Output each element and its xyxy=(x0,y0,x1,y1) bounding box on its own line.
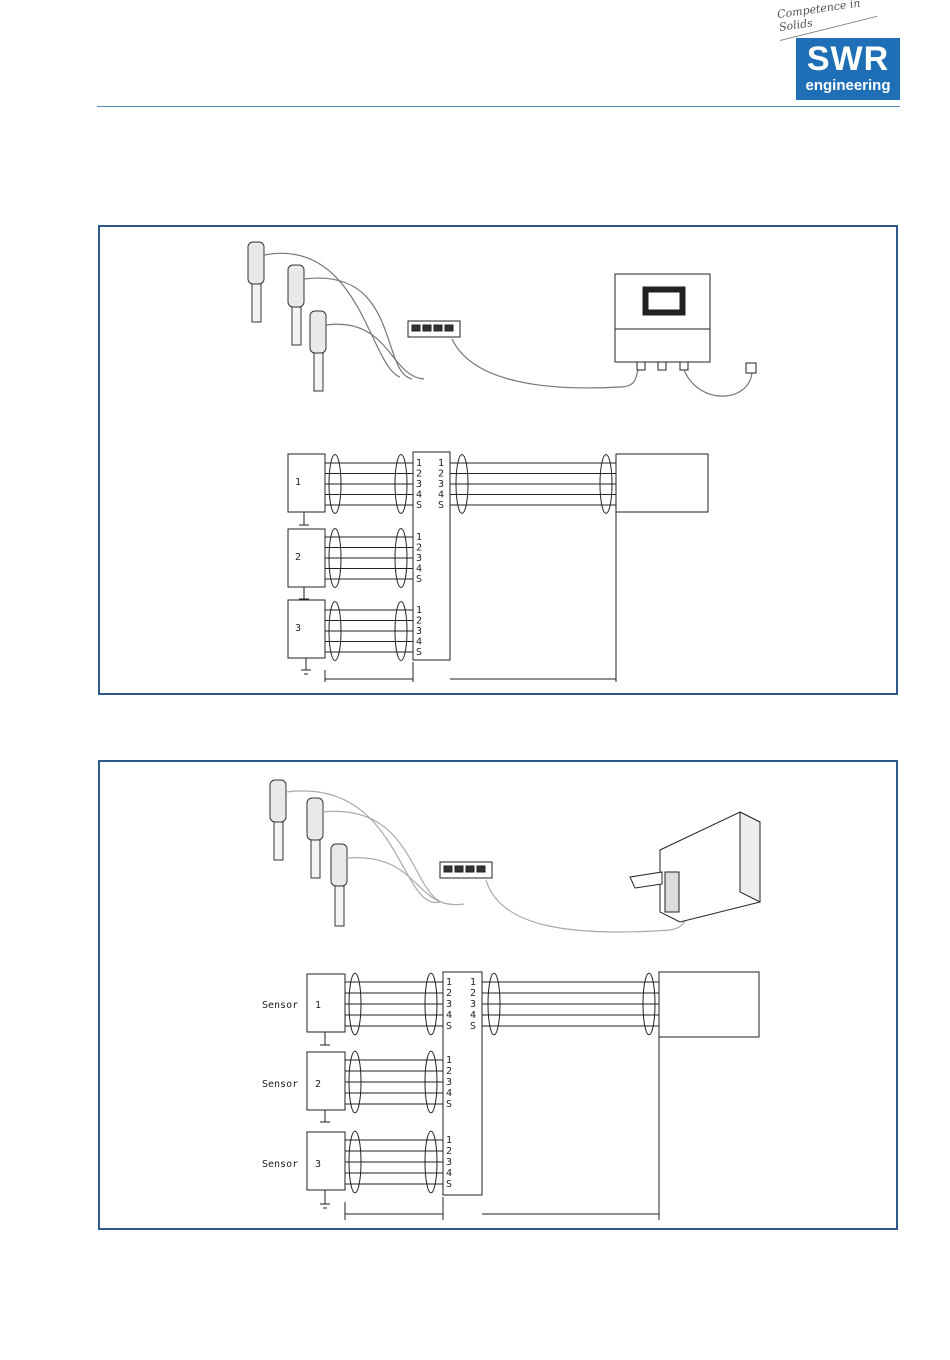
evaluation-unit-box xyxy=(659,972,759,1037)
junction-box-illustration xyxy=(440,862,492,878)
main-cable xyxy=(452,339,640,388)
sensor-number-1: 1 xyxy=(315,1000,321,1011)
terminal-label: 3 xyxy=(416,553,422,564)
terminal-label: 1 xyxy=(446,1055,452,1066)
terminal-label: 4 xyxy=(446,1168,452,1179)
sensor-label-3: Sensor xyxy=(262,1159,298,1170)
terminal-label: 4 xyxy=(416,637,422,648)
din-rail-unit-illustration xyxy=(630,812,760,922)
terminal-label: S xyxy=(446,1179,452,1190)
sensor-label-1: Sensor xyxy=(262,1000,298,1011)
terminal-label: 4 xyxy=(446,1088,452,1099)
terminal-label: 3 xyxy=(416,626,422,637)
terminal-label: 4 xyxy=(416,564,422,575)
terminal-label: S xyxy=(416,574,422,585)
terminal-label: 4 xyxy=(446,1010,452,1021)
terminal-label-out: 2 xyxy=(438,469,444,480)
terminal-label-out: S xyxy=(470,1021,476,1032)
sensor-label-2: Sensor xyxy=(262,1079,298,1090)
terminal-label: 3 xyxy=(416,479,422,490)
terminal-label: 1 xyxy=(446,1135,452,1146)
terminal-label: 3 xyxy=(446,1157,452,1168)
terminal-label: S xyxy=(446,1021,452,1032)
schematic-1 xyxy=(288,452,708,682)
terminal-label: 2 xyxy=(446,1066,452,1077)
terminal-label: 4 xyxy=(416,490,422,501)
main-cable xyxy=(486,880,690,932)
sensor-box-2 xyxy=(307,1052,345,1110)
terminal-label: S xyxy=(416,647,422,658)
terminal-label: 2 xyxy=(446,988,452,999)
terminal-label: 2 xyxy=(416,616,422,627)
evaluation-unit-illustration xyxy=(615,274,710,370)
terminal-label: 2 xyxy=(416,543,422,554)
terminal-label: S xyxy=(446,1099,452,1110)
sensor-number-3: 3 xyxy=(315,1159,321,1170)
terminal-label: 2 xyxy=(446,1146,452,1157)
swr-logo: SWR engineering xyxy=(796,38,900,100)
probe-sensor-illustration xyxy=(270,780,347,926)
power-plug-icon xyxy=(746,363,756,373)
sensor-box-1 xyxy=(288,454,325,512)
sensor-number-1: 1 xyxy=(295,477,301,488)
terminal-label-out: 1 xyxy=(438,458,444,469)
wiring-diagram-2: Sensor Sensor Sensor 1 2 3 1234S1234S123… xyxy=(100,762,896,1228)
terminal-label: 2 xyxy=(416,469,422,480)
terminal-label-out: 1 xyxy=(470,977,476,988)
logo-sub-text: engineering xyxy=(796,78,900,94)
logo-main-text: SWR xyxy=(796,40,900,78)
sensor-box-3 xyxy=(307,1132,345,1190)
probe-sensor-illustration xyxy=(248,242,326,391)
terminal-label: 3 xyxy=(446,999,452,1010)
terminal-label: 1 xyxy=(446,977,452,988)
terminal-label: 3 xyxy=(446,1077,452,1088)
terminal-label-out: S xyxy=(438,500,444,511)
terminal-label-out: 3 xyxy=(438,479,444,490)
terminal-label: S xyxy=(416,500,422,511)
terminal-label-out: 2 xyxy=(470,988,476,999)
sensor-box-3 xyxy=(288,600,325,658)
sensor-number-2: 2 xyxy=(295,552,301,563)
terminal-label: 1 xyxy=(416,605,422,616)
evaluation-unit-box xyxy=(616,454,708,512)
sensor-number-3: 3 xyxy=(295,623,301,634)
junction-box-illustration xyxy=(408,321,460,337)
header-rule xyxy=(97,106,900,107)
sensor-box-1 xyxy=(307,974,345,1032)
sensor-box-2 xyxy=(288,529,325,587)
schematic-2 xyxy=(307,972,759,1220)
terminal-label: 1 xyxy=(416,532,422,543)
terminal-label-out: 4 xyxy=(470,1010,476,1021)
terminal-label: 1 xyxy=(416,458,422,469)
power-cable xyxy=(684,370,752,396)
tagline: Competence in Solids xyxy=(776,0,898,34)
sensor-number-2: 2 xyxy=(315,1079,321,1090)
terminal-label-out: 3 xyxy=(470,999,476,1010)
terminal-label-out: 4 xyxy=(438,490,444,501)
